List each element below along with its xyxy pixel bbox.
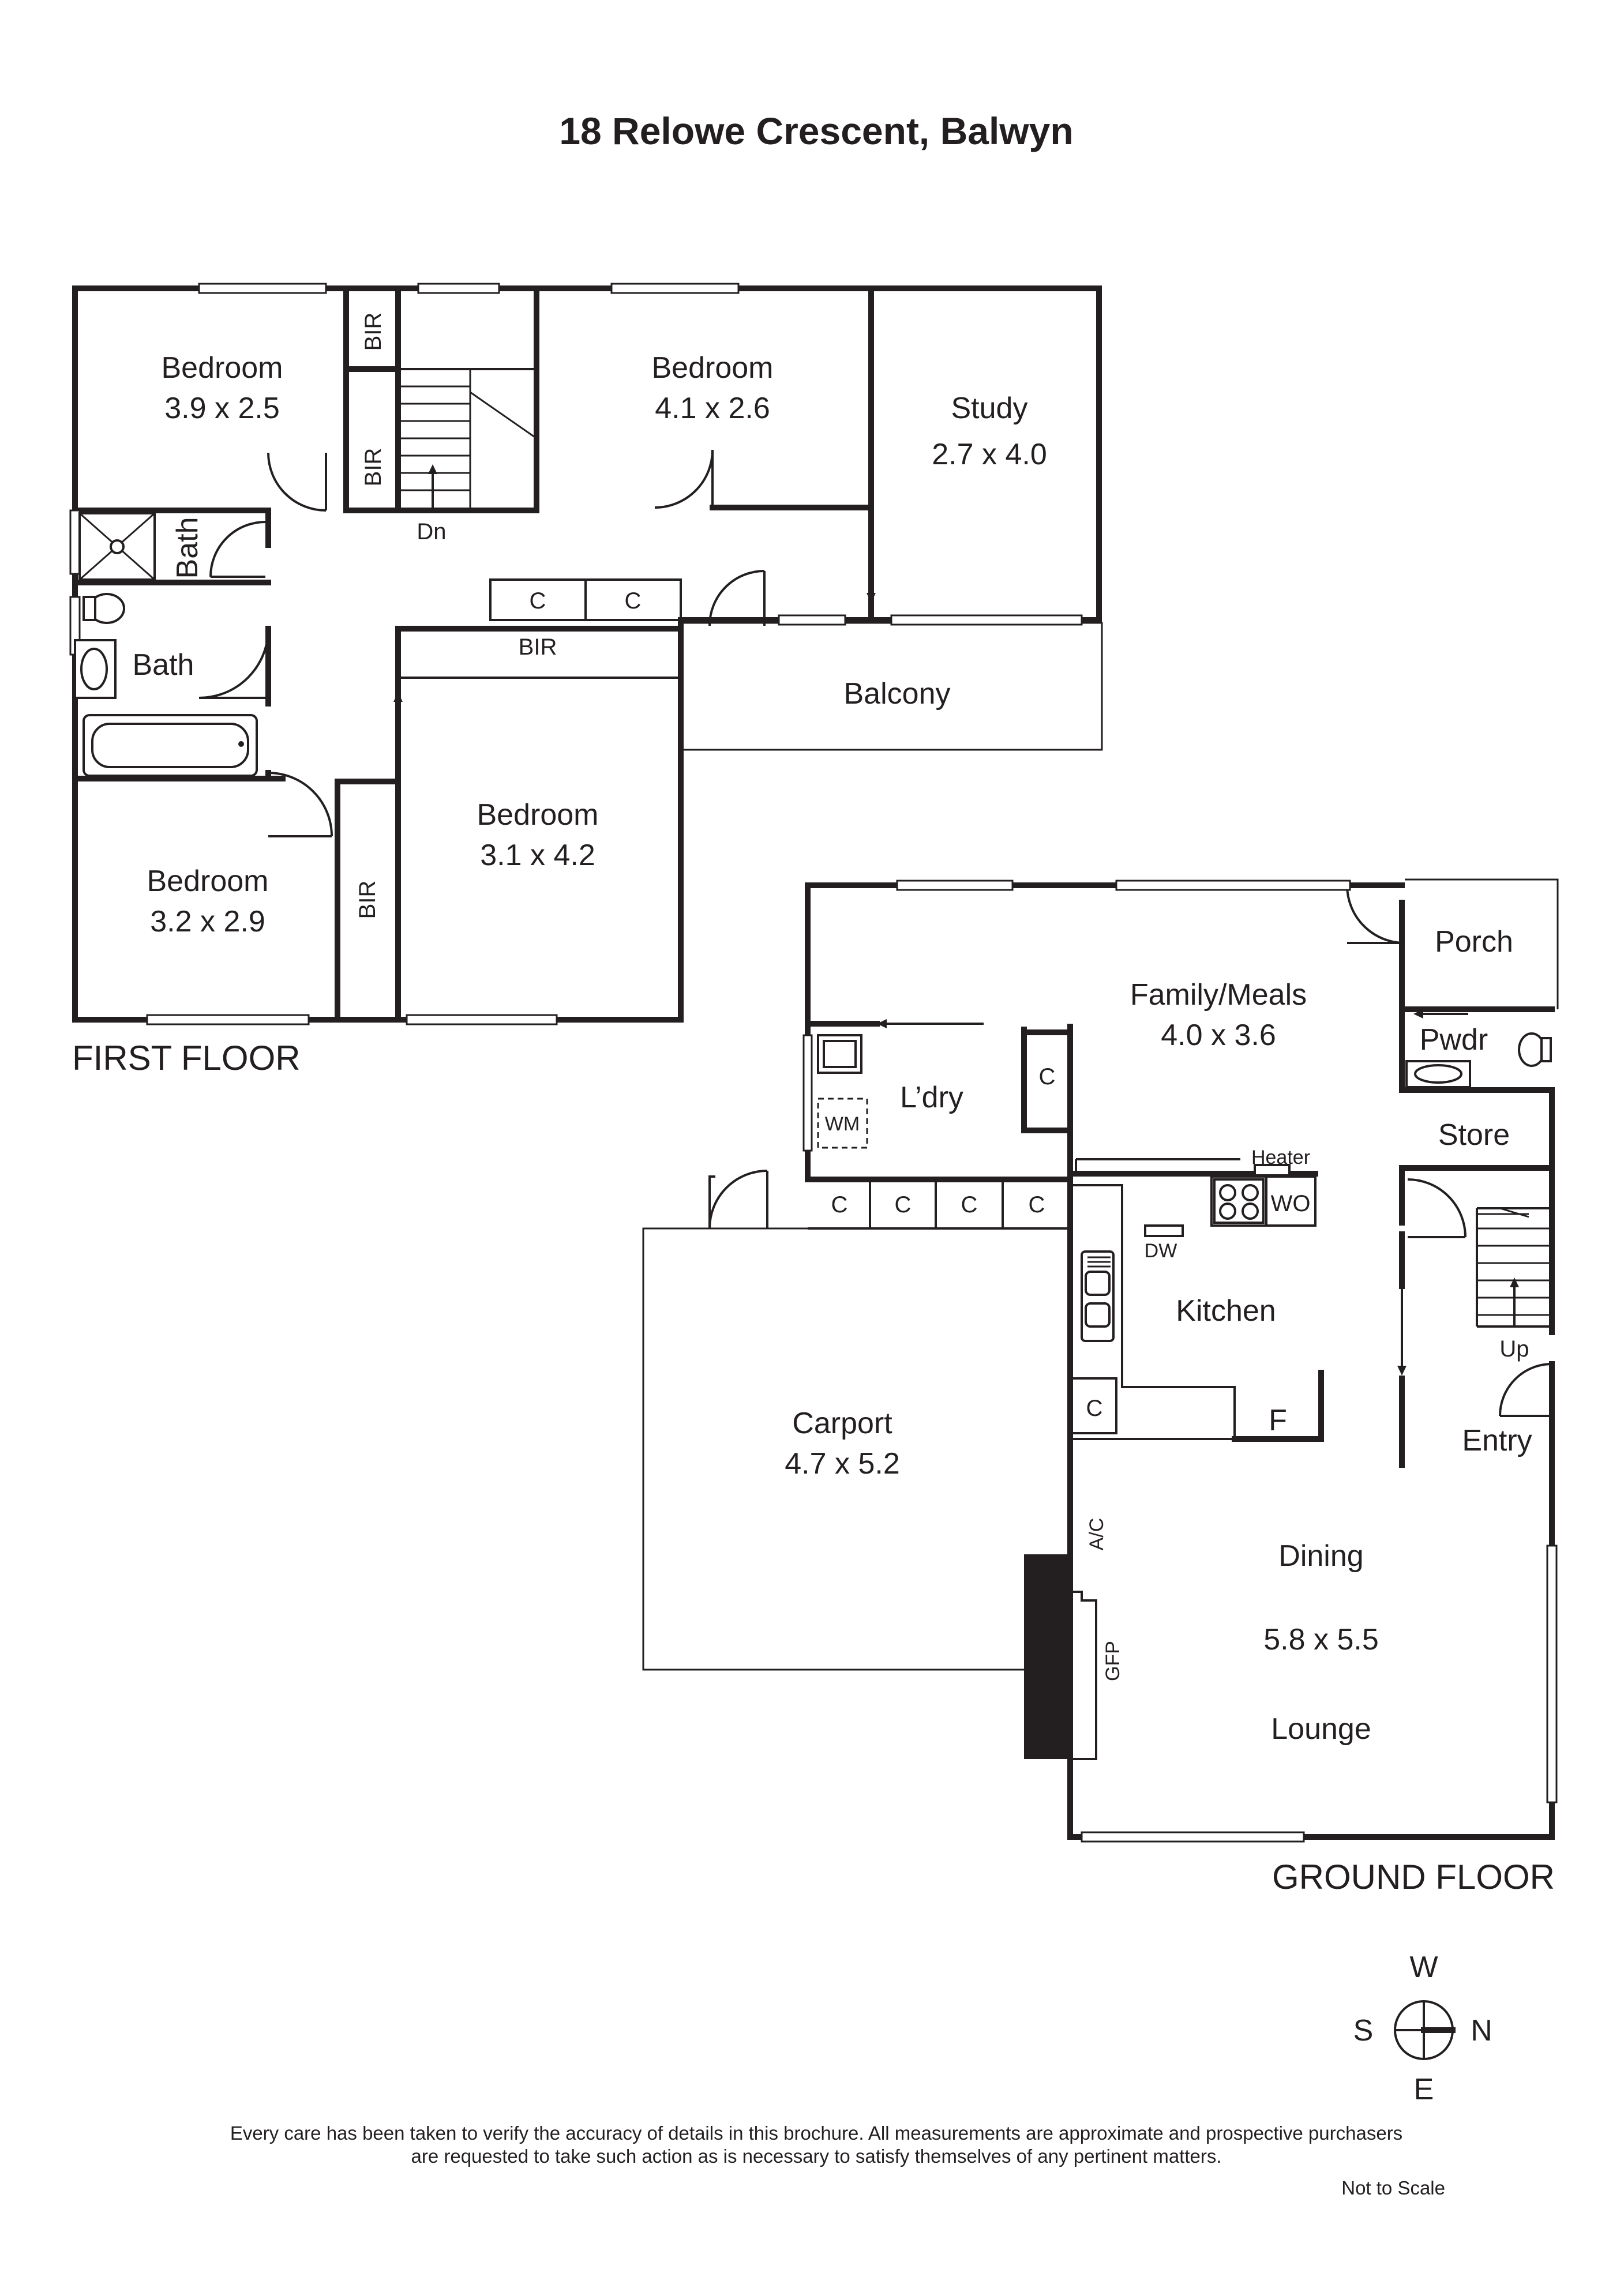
stair-down-label: Dn bbox=[417, 519, 446, 544]
bedroom-sw-name: Bedroom bbox=[147, 865, 269, 898]
first-floor-label: FIRST FLOOR bbox=[72, 1039, 301, 1077]
disclaimer-line-2: are requested to take such action as is … bbox=[411, 2145, 1221, 2167]
laundry-label: L’dry bbox=[900, 1081, 963, 1114]
bedroom-n-size: 4.1 x 2.6 bbox=[655, 392, 770, 425]
air-con-label: A/C bbox=[1086, 1518, 1108, 1551]
bathroom-fixtures bbox=[74, 512, 258, 777]
dining-label: Dining bbox=[1278, 1539, 1363, 1573]
powder-label: Pwdr bbox=[1420, 1023, 1488, 1057]
bath-ensuite-label: Bath bbox=[171, 517, 204, 579]
washing-machine-outline bbox=[817, 1098, 868, 1149]
cooktop-burner-icon bbox=[1219, 1184, 1236, 1201]
kitchen-label: Kitchen bbox=[1176, 1294, 1276, 1328]
carport-cupboard-4-label: C bbox=[1029, 1192, 1045, 1217]
first-floor-windows bbox=[69, 283, 1083, 1025]
dining-lounge-size: 5.8 x 5.5 bbox=[1263, 1623, 1378, 1656]
carport-name: Carport bbox=[792, 1407, 892, 1440]
fireplace-hearth bbox=[1024, 1554, 1070, 1759]
entry-label: Entry bbox=[1462, 1424, 1532, 1457]
family-meals-size: 4.0 x 3.6 bbox=[1161, 1019, 1276, 1052]
lounge-label: Lounge bbox=[1271, 1712, 1371, 1746]
compass-rose: W N E S bbox=[1353, 1951, 1492, 2106]
ground-floor-label: GROUND FLOOR bbox=[1272, 1858, 1555, 1896]
kitchen-appliances bbox=[1081, 1164, 1291, 1342]
dishwasher-label: DW bbox=[1145, 1240, 1177, 1262]
scale-note: Not to Scale bbox=[1341, 2177, 1445, 2199]
bir-bed3-label: BIR bbox=[355, 881, 380, 919]
first-floor-staircase bbox=[398, 368, 537, 510]
wall-oven-label: WO bbox=[1271, 1191, 1311, 1216]
porch-outline bbox=[1405, 878, 1559, 1009]
page-title: 18 Relowe Crescent, Balwyn bbox=[559, 110, 1073, 152]
fridge-label: F bbox=[1269, 1404, 1287, 1437]
ground-floor-doors bbox=[708, 885, 1552, 1417]
disclaimer-line-1: Every care has been taken to verify the … bbox=[230, 2122, 1402, 2144]
bir-top-label: BIR bbox=[361, 313, 386, 351]
carport-cupboard-2-label: C bbox=[895, 1192, 912, 1217]
study-name: Study bbox=[951, 392, 1028, 425]
bath-main-label: Bath bbox=[133, 648, 194, 682]
washing-machine-label: WM bbox=[825, 1113, 860, 1135]
laundry-fixtures bbox=[802, 1019, 984, 1152]
kitchen-cupboard-label: C bbox=[1086, 1396, 1103, 1421]
gas-fire-label: GFP bbox=[1102, 1641, 1124, 1681]
first-floor-plan: Bedroom 3.9 x 2.5 Bedroom 4.1 x 2.6 Stud… bbox=[69, 283, 1103, 1077]
carport-size: 4.7 x 5.2 bbox=[785, 1447, 899, 1480]
first-floor-doors bbox=[198, 449, 876, 837]
family-meals-name: Family/Meals bbox=[1130, 978, 1307, 1012]
balcony-label: Balcony bbox=[844, 677, 951, 711]
compass-south: S bbox=[1353, 2014, 1374, 2047]
bedroom-nw-name: Bedroom bbox=[162, 351, 283, 385]
cupboard-2-label: C bbox=[625, 588, 642, 614]
ground-floor-outer-walls bbox=[805, 882, 1555, 1840]
bedroom-sw-size: 3.2 x 2.9 bbox=[150, 905, 265, 938]
bedroom-s-size: 3.1 x 4.2 bbox=[480, 839, 595, 872]
bir-mid-label: BIR bbox=[361, 448, 386, 487]
stair-up-label: Up bbox=[1499, 1336, 1529, 1362]
fireplace bbox=[1024, 1554, 1097, 1760]
carport-cupboard-3-label: C bbox=[961, 1192, 978, 1217]
bedroom-nw-size: 3.9 x 2.5 bbox=[164, 392, 279, 425]
bedroom-s-name: Bedroom bbox=[477, 798, 599, 832]
compass-west: W bbox=[1409, 1951, 1438, 1984]
compass-north: N bbox=[1471, 2014, 1492, 2047]
ground-floor-windows bbox=[896, 880, 1558, 1843]
heater-label: Heater bbox=[1251, 1147, 1310, 1168]
study-size: 2.7 x 4.0 bbox=[932, 438, 1047, 471]
dishwasher bbox=[1144, 1224, 1184, 1237]
ground-floor-plan: Family/Meals 4.0 x 3.6 L’dry WM C Porch … bbox=[642, 878, 1559, 1896]
store-label: Store bbox=[1438, 1118, 1510, 1152]
ground-floor-staircase bbox=[1476, 1207, 1552, 1328]
heater-unit bbox=[1254, 1164, 1291, 1177]
laundry-cupboard-label: C bbox=[1039, 1064, 1056, 1089]
powder-room-fixtures bbox=[1405, 1032, 1552, 1088]
compass-east: E bbox=[1414, 2073, 1434, 2106]
carport-cupboard-1-label: C bbox=[831, 1192, 848, 1217]
bir-bed4-label: BIR bbox=[519, 634, 557, 660]
bedroom-n-name: Bedroom bbox=[652, 351, 774, 385]
porch-label: Porch bbox=[1435, 925, 1513, 959]
shower-drain-icon bbox=[110, 539, 125, 554]
cupboard-1-label: C bbox=[530, 588, 546, 614]
